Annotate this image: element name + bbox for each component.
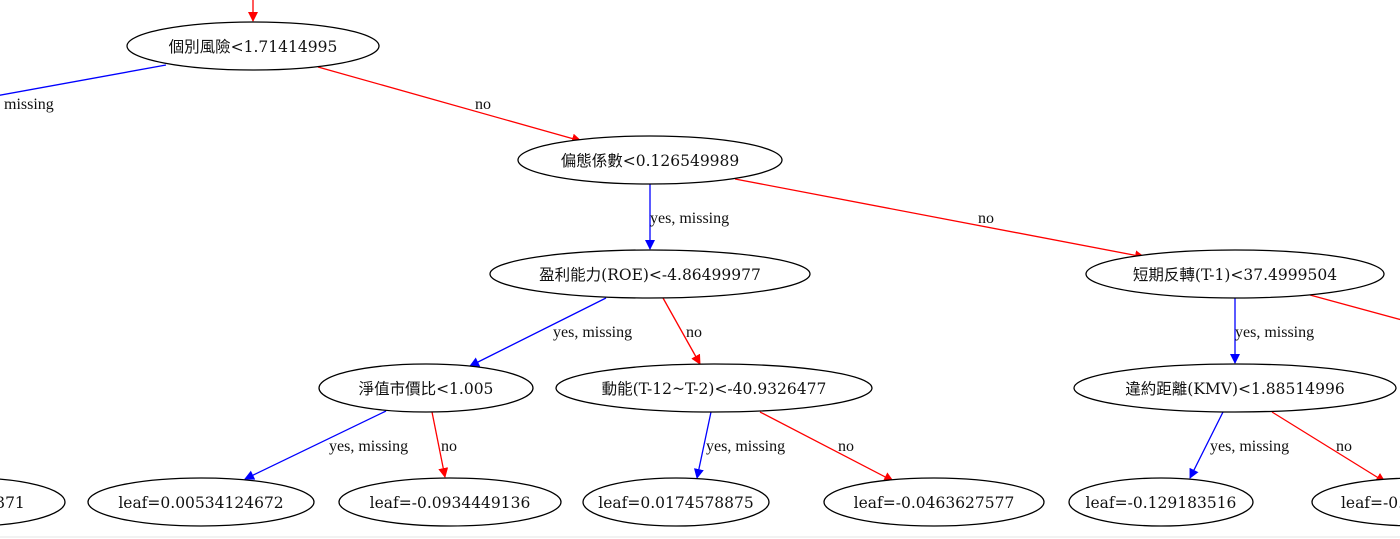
- edge-label: no: [1336, 438, 1352, 455]
- node-ellipse: [582, 477, 770, 527]
- split-node: 淨值市價比<1.005: [318, 363, 534, 413]
- leaf-node: leaf=0.00534124672: [87, 477, 315, 527]
- edge-label: yes, missing: [650, 210, 729, 227]
- node-ellipse: [126, 21, 380, 71]
- split-condition-label: 淨值市價比<1.005: [359, 380, 494, 398]
- node-ellipse: [489, 249, 811, 299]
- node-ellipse: [517, 135, 783, 185]
- leaf-value-label: leaf=-0.129183516: [1086, 494, 1237, 512]
- leaf-value-label: leaf=0.00534124672: [118, 494, 283, 512]
- yes-edge-n_roe-to-n_pb: [469, 297, 607, 367]
- split-node: 動能(T-12~T-2)<-40.9326477: [555, 363, 873, 413]
- split-node: 個別風險<1.71414995: [126, 21, 380, 71]
- split-node: 短期反轉(T-1)<37.4999504: [1085, 249, 1385, 299]
- leaf-node: leaf=0.0174578875: [582, 477, 770, 527]
- split-condition-label: 個別風險<1.71414995: [169, 38, 338, 56]
- node-ellipse: [1073, 363, 1397, 413]
- split-condition-label: 盈利能力(ROE)<-4.86499977: [539, 266, 761, 284]
- node-ellipse: [318, 363, 534, 413]
- leaf-value-label: 371: [0, 494, 25, 512]
- no-edge-n_kmv-to-l_partial_right: [1271, 411, 1386, 483]
- node-ellipse: [555, 363, 873, 413]
- node-ellipse: [87, 477, 315, 527]
- split-condition-label: 短期反轉(T-1)<37.4999504: [1133, 266, 1337, 284]
- yes-edge-n_risk-to-offscreen_left: [0, 64, 167, 96]
- split-condition-label: 動能(T-12~T-2)<-40.9326477: [602, 380, 827, 398]
- no-edge-n_skew-to-n_rev: [734, 178, 1145, 261]
- edge-label: yes, missing: [553, 324, 632, 341]
- no-edge-n_roe-to-n_mom: [662, 297, 701, 365]
- yes-edge-n_pb-to-l_1: [244, 410, 387, 480]
- no-edge-n_risk-to-n_skew: [317, 66, 582, 144]
- split-condition-label: 偏態係數<0.126549989: [561, 152, 740, 170]
- split-condition-label: 違約距離(KMV)<1.88514996: [1125, 380, 1344, 398]
- leaf-node: leaf=-0.129183516: [1068, 477, 1254, 527]
- no-edge-n_rev-to-offscreen_right: [1309, 294, 1400, 321]
- edge-label: missing: [4, 96, 54, 113]
- edge-label: yes, missing: [1210, 438, 1289, 455]
- edge-label: yes, missing: [706, 438, 785, 455]
- edge-label: no: [686, 324, 702, 341]
- node-ellipse: [1068, 477, 1254, 527]
- leaf-node: leaf=-0.0463627577: [823, 477, 1045, 527]
- split-node: 偏態係數<0.126549989: [517, 135, 783, 185]
- leaf-node: leaf=-0.0934449136: [338, 477, 562, 527]
- yes-edge-n_kmv-to-l_5: [1189, 411, 1224, 479]
- split-node: 盈利能力(ROE)<-4.86499977: [489, 249, 811, 299]
- leaf-value-label: leaf=0.0174578875: [598, 494, 754, 512]
- edge-label: no: [475, 96, 491, 113]
- node-ellipse: [1311, 477, 1400, 527]
- node-ellipse: [0, 478, 66, 526]
- leaf-value-label: leaf=-0.: [1341, 494, 1400, 512]
- edge-label: yes, missing: [329, 438, 408, 455]
- leaf-value-label: leaf=-0.0463627577: [854, 494, 1015, 512]
- node-ellipse: [823, 477, 1045, 527]
- yes-edge-n_mom-to-l_3: [693, 411, 712, 479]
- edge-label: no: [978, 210, 994, 227]
- no-edge-n_mom-to-l_4: [759, 411, 894, 482]
- edge-label: no: [838, 438, 854, 455]
- leaf-node: leaf=-0.: [1311, 477, 1400, 527]
- leaf-value-label: leaf=-0.0934449136: [370, 494, 531, 512]
- node-ellipse: [1085, 249, 1385, 299]
- no-edge-n_pb-to-l_2: [431, 411, 449, 478]
- node-ellipse: [338, 477, 562, 527]
- edge-label: yes, missing: [1235, 324, 1314, 341]
- leaf-node: 371: [0, 478, 66, 526]
- edge-label: no: [441, 438, 457, 455]
- split-node: 違約距離(KMV)<1.88514996: [1073, 363, 1397, 413]
